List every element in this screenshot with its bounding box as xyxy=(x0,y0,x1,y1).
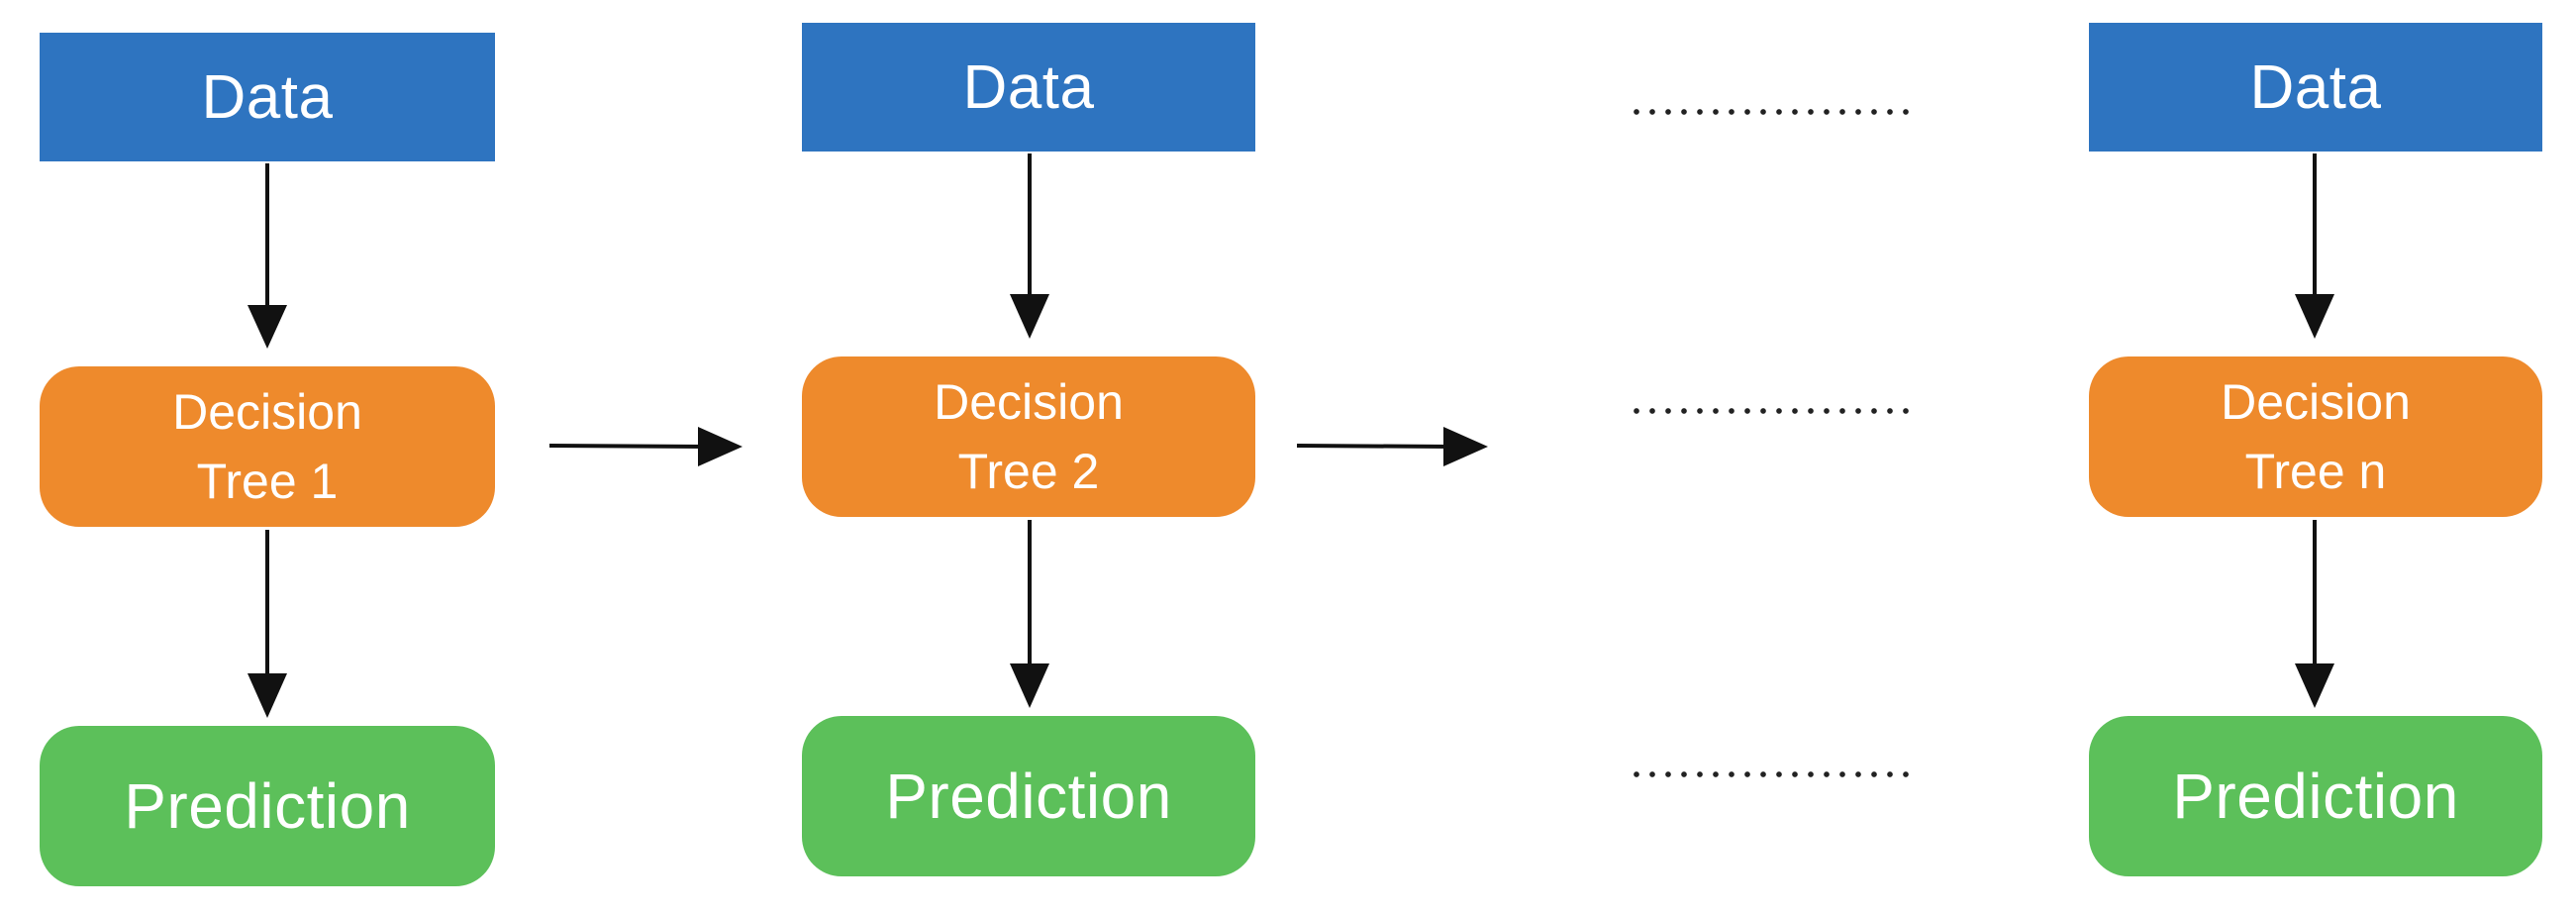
data-box-2: Data xyxy=(802,23,1255,152)
data-label: Data xyxy=(962,52,1095,122)
col3-tree-to-prediction-arrow xyxy=(2295,520,2334,708)
tree-label-line1: Decision xyxy=(934,374,1124,430)
decision-tree-box-3: Decision Tree n xyxy=(2089,356,2542,517)
prediction-box-3: Prediction xyxy=(2089,716,2542,876)
data-box-1: Data xyxy=(40,33,495,161)
tree2-to-next-arrow xyxy=(1296,427,1488,466)
ellipsis-dots-prediction-row xyxy=(1629,769,1911,779)
prediction-box-1: Prediction xyxy=(40,726,495,886)
data-label: Data xyxy=(2249,52,2382,122)
prediction-box-2: Prediction xyxy=(802,716,1255,876)
prediction-label: Prediction xyxy=(885,761,1172,832)
tree1-to-tree2-arrow xyxy=(548,427,743,466)
ellipsis-dots-tree-row xyxy=(1629,406,1911,416)
col2-tree-to-prediction-arrow xyxy=(1010,520,1049,708)
tree-label-line2: Tree 2 xyxy=(957,444,1100,499)
prediction-label: Prediction xyxy=(124,770,411,842)
prediction-label: Prediction xyxy=(2172,761,2459,832)
ellipsis-dots-data-row xyxy=(1629,107,1911,117)
data-label: Data xyxy=(201,62,334,132)
tree-label-line1: Decision xyxy=(172,384,362,440)
tree-label-line2: Tree 1 xyxy=(196,454,339,509)
data-box-3: Data xyxy=(2089,23,2542,152)
col2-data-to-tree-arrow xyxy=(1010,153,1049,339)
col1-data-to-tree-arrow xyxy=(248,163,287,349)
col1-tree-to-prediction-arrow xyxy=(248,530,287,718)
decision-tree-box-2: Decision Tree 2 xyxy=(802,356,1255,517)
col3-data-to-tree-arrow xyxy=(2295,153,2334,339)
decision-tree-box-1: Decision Tree 1 xyxy=(40,366,495,527)
tree-label-line1: Decision xyxy=(2221,374,2411,430)
tree-label-line2: Tree n xyxy=(2244,444,2387,499)
